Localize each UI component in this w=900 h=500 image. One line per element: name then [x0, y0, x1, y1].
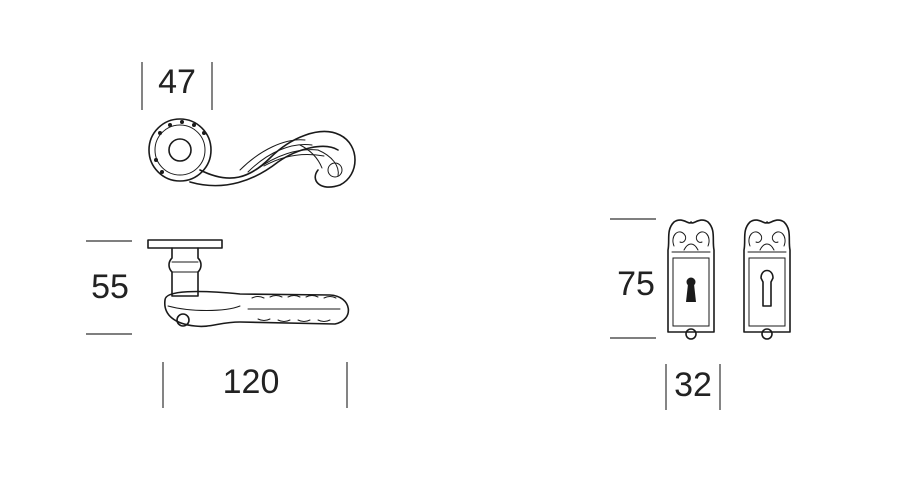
escutcheon-outline: [667, 219, 715, 333]
escutcheon-inner-frame: [748, 257, 786, 327]
rosette-plate: [147, 239, 223, 249]
escutcheon-knob: [761, 328, 773, 340]
lever-texture: [247, 295, 341, 322]
dimension-55: 55: [86, 240, 132, 335]
dimension-120: 120: [162, 362, 348, 408]
escutcheon-knob: [685, 328, 697, 340]
dimension-47: 47: [141, 62, 213, 110]
lever-detail-1: [167, 305, 241, 311]
escutcheon-inner-frame: [672, 257, 710, 327]
rosette-ornament: [154, 120, 206, 174]
rosette-outer: [148, 118, 212, 182]
rosette-inner: [154, 124, 206, 176]
handle-neck: [168, 247, 202, 297]
lever-filigree: [239, 139, 343, 178]
crest-scroll-left: [748, 231, 763, 247]
handle-side-view: [147, 239, 350, 328]
dimension-label-55: 55: [91, 268, 129, 306]
escutcheon-outline: [743, 219, 791, 333]
crest-center: [683, 243, 699, 251]
lever-outline-top: [199, 130, 356, 188]
escutcheon-keyhole: [667, 219, 715, 340]
dimension-75: 75: [610, 218, 656, 339]
lever-outline-inner: [189, 145, 339, 187]
cylinder-hole: [760, 269, 774, 307]
crest-scroll-left: [672, 231, 687, 247]
escutcheon-cylinder: [743, 219, 791, 340]
keyhole-slot: [686, 284, 696, 302]
dimension-32: 32: [665, 364, 721, 410]
crest-center: [759, 243, 775, 251]
dimension-label-75: 75: [617, 265, 655, 303]
dimension-label-120: 120: [223, 363, 280, 401]
crest-scroll-right: [695, 231, 710, 247]
rosette-boss: [168, 138, 192, 162]
dimension-label-32: 32: [674, 366, 712, 404]
dimension-label-47: 47: [158, 63, 196, 101]
crest-scroll-right: [771, 231, 786, 247]
lever-boss-bottom: [176, 313, 190, 327]
handle-top-view: [148, 118, 356, 188]
lever-body-side: [164, 290, 350, 328]
